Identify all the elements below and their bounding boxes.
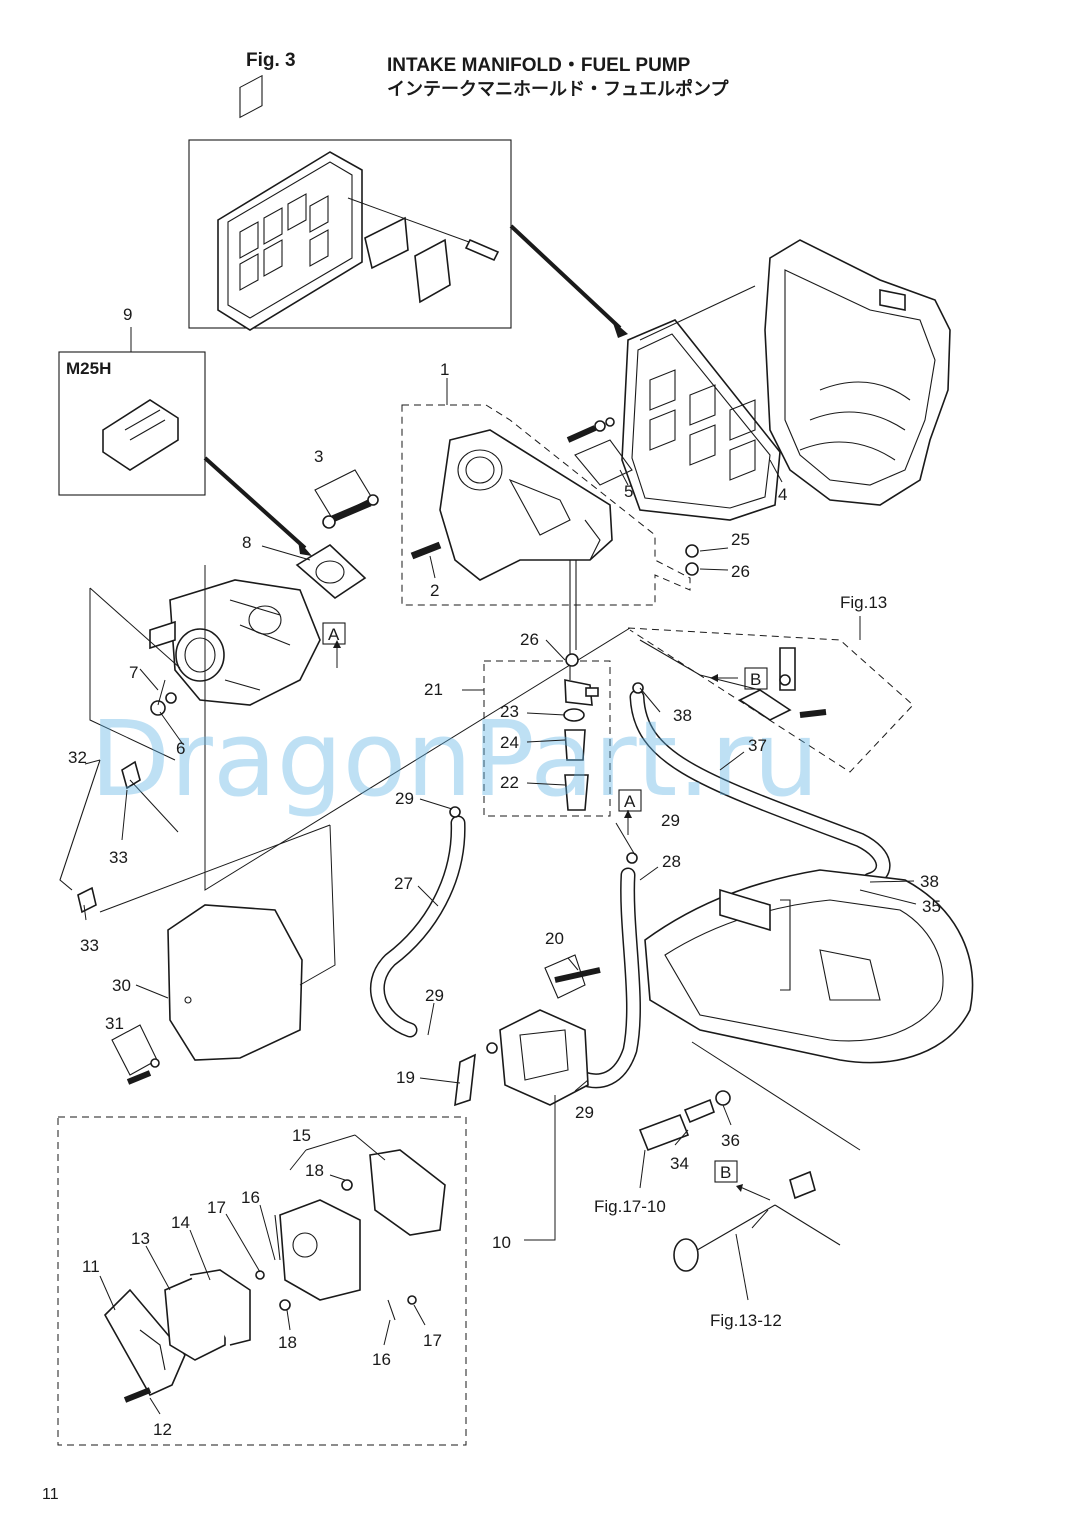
callout-17-bottom: 17 bbox=[423, 1331, 442, 1350]
callout-numbers: 1 2 3 4 5 6 7 8 10 11 12 13 14 15 16 16 … bbox=[68, 360, 941, 1439]
callout-34: 34 bbox=[670, 1154, 689, 1173]
gasket-8 bbox=[295, 544, 367, 600]
figure-number: Fig. 3 bbox=[246, 50, 296, 71]
choke-rod-32 bbox=[59, 759, 331, 914]
callout-10: 10 bbox=[492, 1233, 511, 1252]
ref-b-connector: B bbox=[720, 1163, 731, 1182]
callout-29-d: 29 bbox=[575, 1103, 594, 1122]
ref-fig-13: Fig.13 bbox=[840, 593, 887, 612]
page-title-japanese: インテークマニホールド・フュエルポンプ bbox=[387, 79, 729, 100]
intake-manifold-1 bbox=[401, 404, 691, 650]
ref-fig-17-10: Fig.17-10 bbox=[594, 1197, 666, 1216]
fuel-filter-21 bbox=[483, 650, 611, 817]
callout-38-a: 38 bbox=[673, 706, 692, 725]
callout-35: 35 bbox=[922, 897, 941, 916]
callout-19: 19 bbox=[396, 1068, 415, 1087]
callout-29-a: 29 bbox=[395, 789, 414, 808]
ref-a-carburetor: A bbox=[328, 625, 340, 644]
callout-24: 24 bbox=[500, 733, 519, 752]
callout-9: 9 bbox=[123, 305, 132, 324]
leader-lines bbox=[83, 378, 917, 1415]
callout-21: 21 bbox=[424, 680, 443, 699]
callout-4: 4 bbox=[778, 485, 787, 504]
callout-33-b: 33 bbox=[80, 936, 99, 955]
page-title: INTAKE MANIFOLD・FUEL PUMP bbox=[387, 55, 691, 76]
variant-label: M25H bbox=[66, 359, 111, 378]
reference-boxes: A A B B bbox=[322, 622, 768, 1183]
callout-26-manifold: 26 bbox=[731, 562, 750, 581]
callout-38-b: 38 bbox=[920, 872, 939, 891]
callout-23: 23 bbox=[500, 702, 519, 721]
ref-fig-13-12: Fig.13-12 bbox=[710, 1311, 782, 1330]
callout-32: 32 bbox=[68, 748, 87, 767]
callout-20: 20 bbox=[545, 929, 564, 948]
callout-3: 3 bbox=[314, 447, 323, 466]
callout-18-top: 18 bbox=[305, 1161, 324, 1180]
callout-26-filter: 26 bbox=[520, 630, 539, 649]
page-number: 11 bbox=[42, 1486, 59, 1503]
callout-27: 27 bbox=[394, 874, 413, 893]
callout-14: 14 bbox=[171, 1213, 190, 1232]
callout-8: 8 bbox=[242, 533, 251, 552]
callout-5: 5 bbox=[624, 482, 633, 501]
callout-29-b: 29 bbox=[661, 811, 680, 830]
callout-22: 22 bbox=[500, 773, 519, 792]
callout-2: 2 bbox=[430, 581, 439, 600]
callout-13: 13 bbox=[131, 1229, 150, 1248]
crankcase-outline bbox=[764, 239, 951, 506]
callout-1: 1 bbox=[440, 360, 449, 379]
ref-a-hose: A bbox=[624, 792, 636, 811]
callout-25: 25 bbox=[731, 530, 750, 549]
watermark: DragonPart.ru bbox=[90, 698, 819, 820]
carburetor bbox=[89, 579, 321, 761]
fuel-hoses bbox=[369, 682, 891, 1089]
callout-17-top: 17 bbox=[207, 1198, 226, 1217]
callout-30: 30 bbox=[112, 976, 131, 995]
bolts-3-5-stud-2 bbox=[314, 417, 699, 576]
reed-valve-detail-inset bbox=[188, 74, 628, 338]
remote-control-group bbox=[627, 627, 914, 773]
callout-16-bottom: 16 bbox=[372, 1350, 391, 1369]
callout-31: 31 bbox=[105, 1014, 124, 1033]
callout-11: 11 bbox=[82, 1257, 100, 1276]
callout-37: 37 bbox=[748, 736, 767, 755]
callout-12: 12 bbox=[153, 1420, 172, 1439]
callout-18-bottom: 18 bbox=[278, 1333, 297, 1352]
silencer-cover-30 bbox=[167, 565, 631, 1061]
reference-arrows bbox=[333, 640, 771, 1201]
callout-36: 36 bbox=[721, 1131, 740, 1150]
callout-29-c: 29 bbox=[425, 986, 444, 1005]
callout-15: 15 bbox=[292, 1126, 311, 1145]
callout-7: 7 bbox=[129, 663, 138, 682]
callout-16-top: 16 bbox=[241, 1188, 260, 1207]
fuel-pump-exploded-box bbox=[57, 1116, 467, 1446]
bolt-31 bbox=[111, 1024, 160, 1085]
lower-cowling bbox=[644, 869, 974, 1064]
ref-b-remote: B bbox=[750, 670, 761, 689]
callout-33-a: 33 bbox=[109, 848, 128, 867]
callout-28: 28 bbox=[662, 852, 681, 871]
gasket-4 bbox=[621, 285, 781, 521]
m25h-variant-box: 9 M25H bbox=[58, 305, 312, 556]
callout-6: 6 bbox=[176, 739, 185, 758]
fuel-pump bbox=[454, 954, 601, 1241]
